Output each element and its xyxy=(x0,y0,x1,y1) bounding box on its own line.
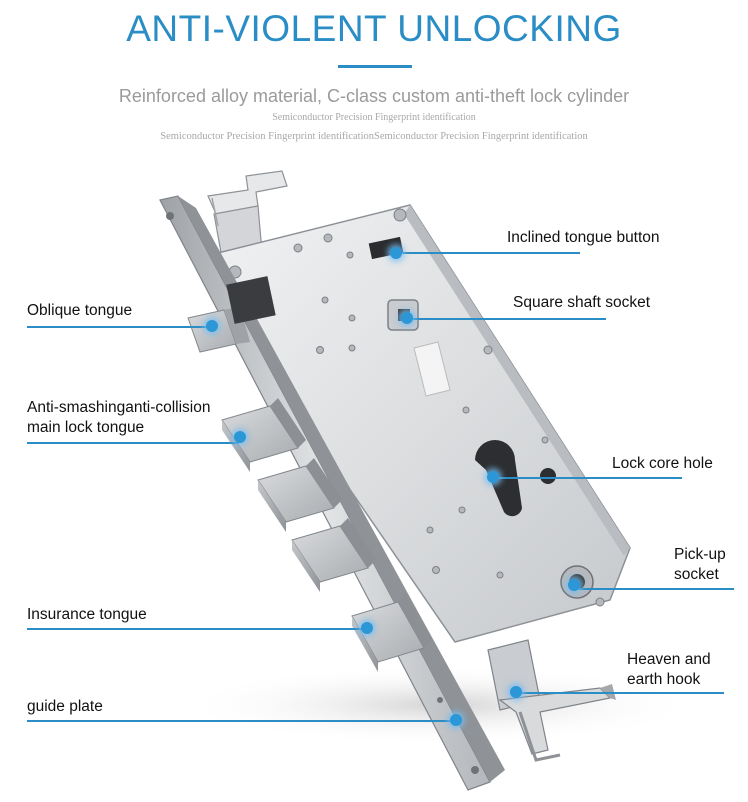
leader-oblique-tongue xyxy=(27,326,213,328)
main-lock-tongues xyxy=(221,398,376,592)
marker-insurance-tongue xyxy=(361,622,373,634)
leader-inclined-tongue-button xyxy=(398,252,580,254)
label-square-shaft-socket: Square shaft socket xyxy=(513,294,650,311)
caption-line-1: Semiconductor Precision Fingerprint iden… xyxy=(272,112,476,123)
label-oblique-tongue: Oblique tongue xyxy=(27,302,133,319)
marker-guide-plate xyxy=(450,714,462,726)
leader-main-lock-tongue xyxy=(27,442,239,444)
label-insurance-tongue: Insurance tongue xyxy=(27,606,147,623)
leader-heaven-earth-hook xyxy=(516,692,724,694)
label-pickup-socket-line1: Pick-up xyxy=(674,546,726,563)
label-heaven-earth-hook-line2: earth hook xyxy=(627,671,701,688)
label-main-lock-tongue-line1: Anti-smashinganti-collision xyxy=(27,399,211,416)
label-lock-core-hole: Lock core hole xyxy=(612,455,713,472)
leader-insurance-tongue xyxy=(27,628,365,630)
label-pickup-socket-line2: socket xyxy=(674,566,719,583)
leader-pickup-socket xyxy=(574,588,734,590)
caption-line-2: Semiconductor Precision Fingerprint iden… xyxy=(160,131,588,142)
label-guide-plate: guide plate xyxy=(27,698,103,715)
page-title: ANTI-VIOLENT UNLOCKING xyxy=(126,8,622,49)
label-main-lock-tongue-line2: main lock tongue xyxy=(27,419,145,436)
marker-main-lock-tongue xyxy=(234,431,246,443)
marker-oblique-tongue xyxy=(206,320,218,332)
label-inclined-tongue-button: Inclined tongue button xyxy=(507,229,660,246)
product-sticker xyxy=(413,341,451,397)
leader-square-shaft-socket xyxy=(410,318,606,320)
marker-heaven-earth-hook xyxy=(510,686,522,698)
marker-pickup-socket xyxy=(568,579,580,591)
marker-inclined-tongue-button xyxy=(390,247,402,259)
insurance-tongue-shape xyxy=(351,594,432,672)
subtitle: Reinforced alloy material, C-class custo… xyxy=(118,86,630,106)
marker-square-shaft-socket xyxy=(401,312,413,324)
leader-lock-core-hole xyxy=(492,477,682,479)
title-underline xyxy=(338,65,412,68)
marker-lock-core-hole xyxy=(487,471,499,483)
leader-guide-plate xyxy=(27,720,455,722)
label-heaven-earth-hook-line1: Heaven and xyxy=(627,651,711,668)
